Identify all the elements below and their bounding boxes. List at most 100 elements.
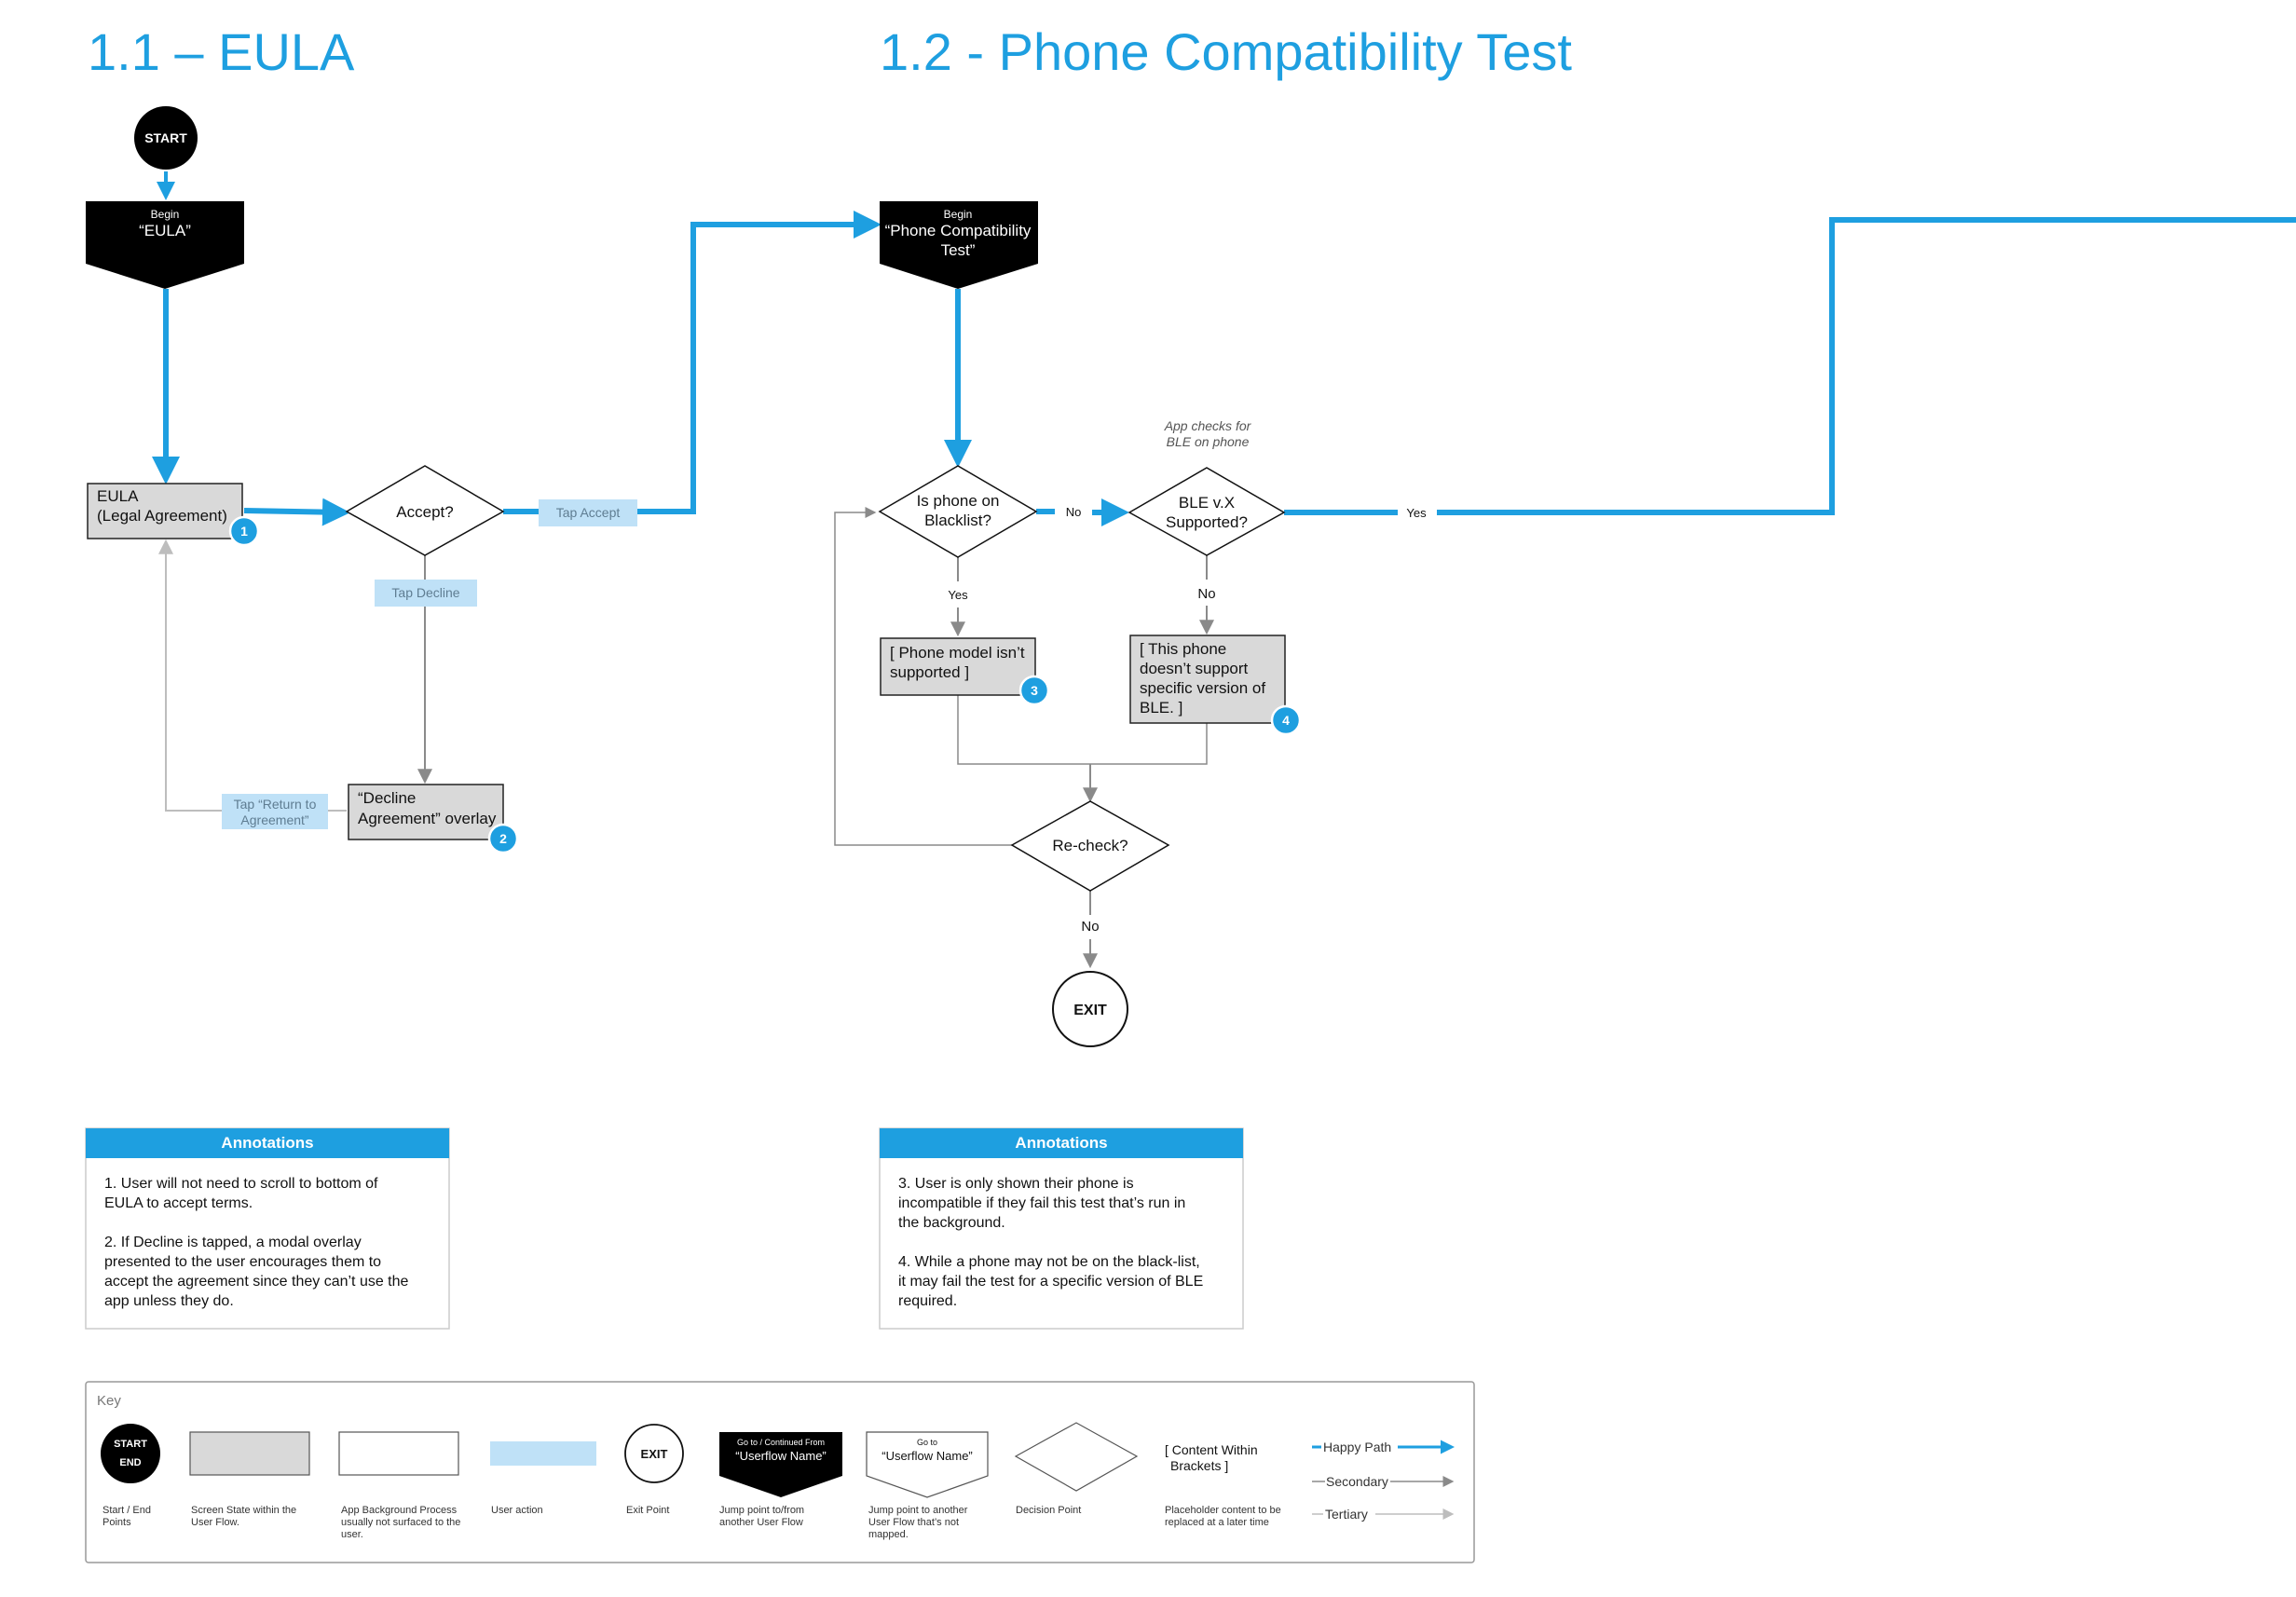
accept-decision: Accept? bbox=[345, 465, 505, 556]
begin-label: Begin bbox=[944, 208, 973, 221]
secondary-arrow bbox=[834, 507, 1012, 846]
start-end-symbol bbox=[101, 1424, 160, 1483]
annotations-panel-phone: Annotations 3. User is only shown their … bbox=[879, 1127, 1244, 1330]
annotation-2-line-1: 2. If Decline is tapped, a modal overlay bbox=[104, 1235, 362, 1250]
eula-screen: EULA (Legal Agreement) bbox=[87, 483, 243, 539]
exit-node: EXIT bbox=[1052, 971, 1128, 1047]
annotation-4-line-2: it may fail the test for a specific vers… bbox=[898, 1274, 1203, 1290]
eula-screen-label-2: (Legal Agreement) bbox=[97, 507, 227, 525]
badge-number: 1 bbox=[240, 524, 248, 539]
key-goto-name: “Userflow Name” bbox=[882, 1449, 973, 1463]
key-desc: Placeholder content to be bbox=[1165, 1505, 1281, 1516]
key-happy-label: Happy Path bbox=[1323, 1440, 1391, 1454]
yes-label: Yes bbox=[948, 588, 968, 602]
key-tertiary-label: Tertiary bbox=[1325, 1507, 1368, 1522]
key-desc: mapped. bbox=[868, 1529, 909, 1540]
legend-key: Key START END Start / End Points Screen … bbox=[85, 1381, 1475, 1563]
no-label: No bbox=[1197, 586, 1215, 602]
key-end-label: END bbox=[119, 1457, 141, 1468]
goto-unmapped-symbol bbox=[866, 1431, 989, 1498]
annotation-3-line-1: 3. User is only shown their phone is bbox=[898, 1176, 1134, 1192]
annotations-title: Annotations bbox=[221, 1134, 313, 1152]
ble-decision: BLE v.X Supported? bbox=[1128, 467, 1286, 556]
recheck-label: Re-check? bbox=[1052, 837, 1128, 854]
begin-flow-name-1: “Phone Compatibility bbox=[885, 222, 1032, 239]
key-desc: Start / End bbox=[102, 1505, 151, 1516]
eula-connectors bbox=[152, 171, 882, 812]
key-desc: Exit Point bbox=[626, 1505, 669, 1516]
ble-label-2: Supported? bbox=[1166, 513, 1248, 531]
key-desc: user. bbox=[341, 1529, 363, 1540]
begin-flow-name: “EULA” bbox=[139, 222, 191, 239]
recheck-decision: Re-check? bbox=[1010, 800, 1170, 892]
key-title: Key bbox=[97, 1393, 121, 1409]
decline-overlay-label-2: Agreement” overlay bbox=[358, 810, 497, 827]
secondary-arrow bbox=[957, 695, 1208, 765]
blacklist-decision: Is phone on Blacklist? bbox=[878, 465, 1038, 558]
note-line-1: App checks for bbox=[1164, 418, 1252, 433]
tertiary-arrow bbox=[158, 539, 347, 812]
key-start-label: START bbox=[114, 1439, 147, 1450]
begin-eula-node: Begin “EULA” bbox=[86, 201, 244, 289]
key-secondary-label: Secondary bbox=[1326, 1474, 1388, 1489]
key-desc: usually not surfaced to the bbox=[341, 1517, 460, 1528]
annotation-4-line-3: required. bbox=[898, 1293, 957, 1309]
ble-label-1: BLE v.X bbox=[1179, 494, 1235, 512]
unsupported-label-1: [ Phone model isn’t bbox=[890, 644, 1025, 662]
eula-screen-label-1: EULA bbox=[97, 487, 139, 505]
annotation-4-line-1: 4. While a phone may not be on the black… bbox=[898, 1254, 1200, 1270]
tap-accept-action: Tap Accept bbox=[539, 499, 637, 526]
start-label: START bbox=[144, 130, 187, 145]
annotation-badge-1: 1 bbox=[228, 515, 260, 547]
exit-symbol bbox=[624, 1424, 684, 1483]
annotations-title: Annotations bbox=[1015, 1134, 1107, 1152]
phone-connectors bbox=[834, 217, 2296, 969]
key-desc: Jump point to another bbox=[868, 1505, 968, 1516]
key-desc: User Flow. bbox=[191, 1517, 239, 1528]
begin-phone-test-node: Begin “Phone Compatibility Test” bbox=[880, 201, 1038, 289]
happy-path-arrow bbox=[243, 498, 350, 526]
ble-unsupported-screen: [ This phone doesn’t support specific ve… bbox=[1129, 635, 1286, 724]
happy-path-arrow bbox=[1437, 217, 2296, 515]
badge-number: 4 bbox=[1282, 713, 1290, 728]
key-goto-from-small: Go to / Continued From bbox=[737, 1438, 825, 1447]
blacklist-label-2: Blacklist? bbox=[924, 512, 991, 529]
annotation-1-line-2: EULA to accept terms. bbox=[104, 1195, 253, 1211]
ble-fail-label-4: BLE. ] bbox=[1140, 699, 1182, 717]
key-placeholder-line-1: [ Content Within bbox=[1165, 1442, 1258, 1457]
key-desc: Screen State within the bbox=[191, 1505, 296, 1516]
badge-number: 3 bbox=[1031, 683, 1038, 698]
tap-decline-label: Tap Decline bbox=[391, 585, 459, 600]
key-exit-label: EXIT bbox=[641, 1447, 668, 1461]
tap-decline-action: Tap Decline bbox=[375, 580, 477, 607]
key-desc: Points bbox=[102, 1517, 131, 1528]
begin-flow-name-2: Test” bbox=[941, 241, 976, 259]
annotation-2-line-3: accept the agreement since they can’t us… bbox=[104, 1274, 409, 1290]
accept-decision-label: Accept? bbox=[396, 503, 453, 521]
note-line-2: BLE on phone bbox=[1167, 434, 1250, 449]
ble-fail-label-3: specific version of bbox=[1140, 679, 1265, 697]
ble-fail-label-1: [ This phone bbox=[1140, 640, 1226, 658]
no-label: No bbox=[1081, 919, 1099, 935]
blacklist-label-1: Is phone on bbox=[917, 492, 1000, 510]
decision-symbol bbox=[1014, 1422, 1139, 1492]
section-title-eula: 1.1 – EULA bbox=[88, 22, 355, 81]
key-desc: App Background Process bbox=[341, 1505, 458, 1516]
decline-overlay-screen: “Decline Agreement” overlay bbox=[348, 784, 504, 840]
annotations-panel-eula: Annotations 1. User will not need to scr… bbox=[85, 1127, 450, 1330]
key-desc: another User Flow bbox=[719, 1517, 803, 1528]
user-action-symbol bbox=[490, 1441, 596, 1466]
screen-state-symbol bbox=[189, 1431, 310, 1476]
annotation-badge-4: 4 bbox=[1270, 704, 1302, 736]
tap-return-action: Tap “Return to Agreement” bbox=[222, 794, 328, 829]
phone-unsupported-screen: [ Phone model isn’t supported ] bbox=[880, 637, 1036, 696]
key-desc: Jump point to/from bbox=[719, 1505, 804, 1516]
tap-return-label-1: Tap “Return to bbox=[234, 797, 317, 812]
key-goto-small: Go to bbox=[917, 1438, 937, 1447]
annotation-2-line-4: app unless they do. bbox=[104, 1293, 234, 1309]
key-placeholder-line-2: Brackets ] bbox=[1170, 1458, 1228, 1473]
key-desc: replaced at a later time bbox=[1165, 1517, 1269, 1528]
decline-overlay-label-1: “Decline bbox=[358, 789, 416, 807]
background-process-symbol bbox=[338, 1431, 459, 1476]
exit-label: EXIT bbox=[1073, 1003, 1107, 1018]
